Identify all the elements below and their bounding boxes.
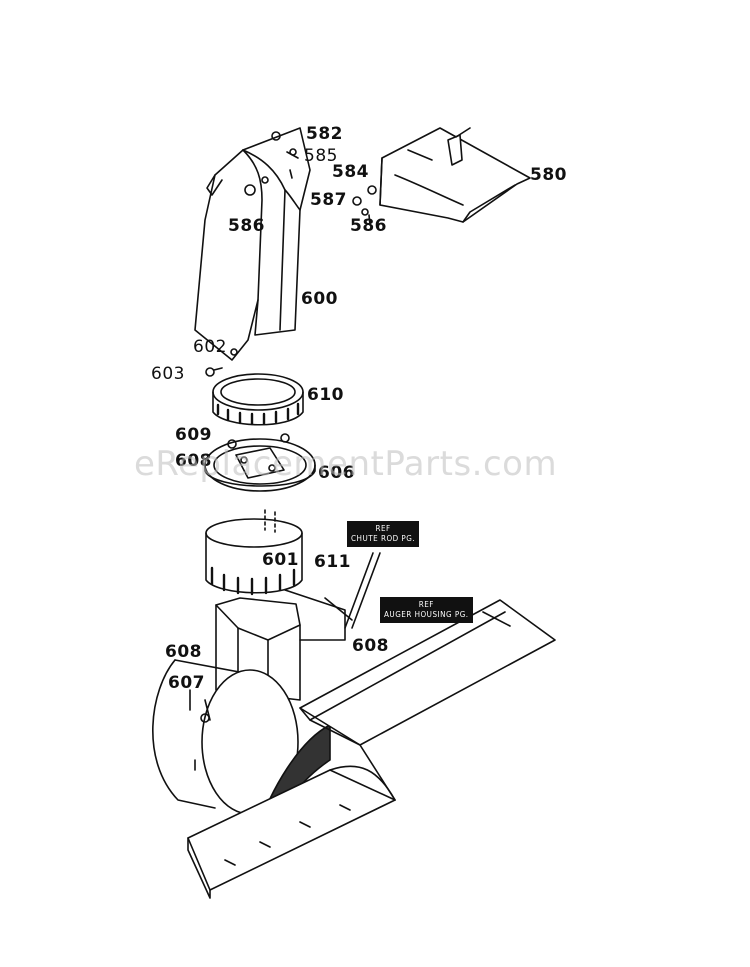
label-586-left: 586 [228,216,265,236]
auger-tray-shape [187,599,556,899]
label-580: 580 [530,165,567,185]
ref-chute-rod-box: REF CHUTE ROD PG. [347,521,420,547]
plate-606-shape [204,433,316,492]
ref-auger-line2: AUGER HOUSING PG. [384,610,469,619]
reference-leader-lines [344,552,511,629]
label-609: 609 [175,425,212,445]
ref-auger-housing-box: REF AUGER HOUSING PG. [380,597,473,623]
ref-chute-line2: CHUTE ROD PG. [351,534,416,543]
label-610: 610 [307,385,344,405]
hardware-fasteners [205,131,377,377]
label-611: 611 [314,552,351,572]
ref-auger-line1: REF [418,600,434,609]
label-607: 607 [168,673,205,693]
ref-chute-line1: REF [375,524,391,533]
label-600: 600 [301,289,338,309]
label-608-right: 608 [352,636,389,656]
label-582: 582 [306,124,343,144]
label-586-right: 586 [350,216,387,236]
label-587: 587 [310,190,347,210]
deflector-580-shape [379,127,531,223]
label-606: 606 [318,463,355,483]
label-584: 584 [332,162,369,182]
auger-housing-607-shape [152,659,331,831]
label-602: 602 [193,337,227,357]
label-608-upper: 608 [175,451,212,471]
label-601: 601 [262,550,299,570]
ring-610-shape [212,373,304,426]
label-585: 585 [304,146,338,166]
upper-chute-600-shape [194,127,311,361]
label-603: 603 [151,364,185,384]
ring-611-shape [205,509,303,596]
label-608-lower: 608 [165,642,202,662]
